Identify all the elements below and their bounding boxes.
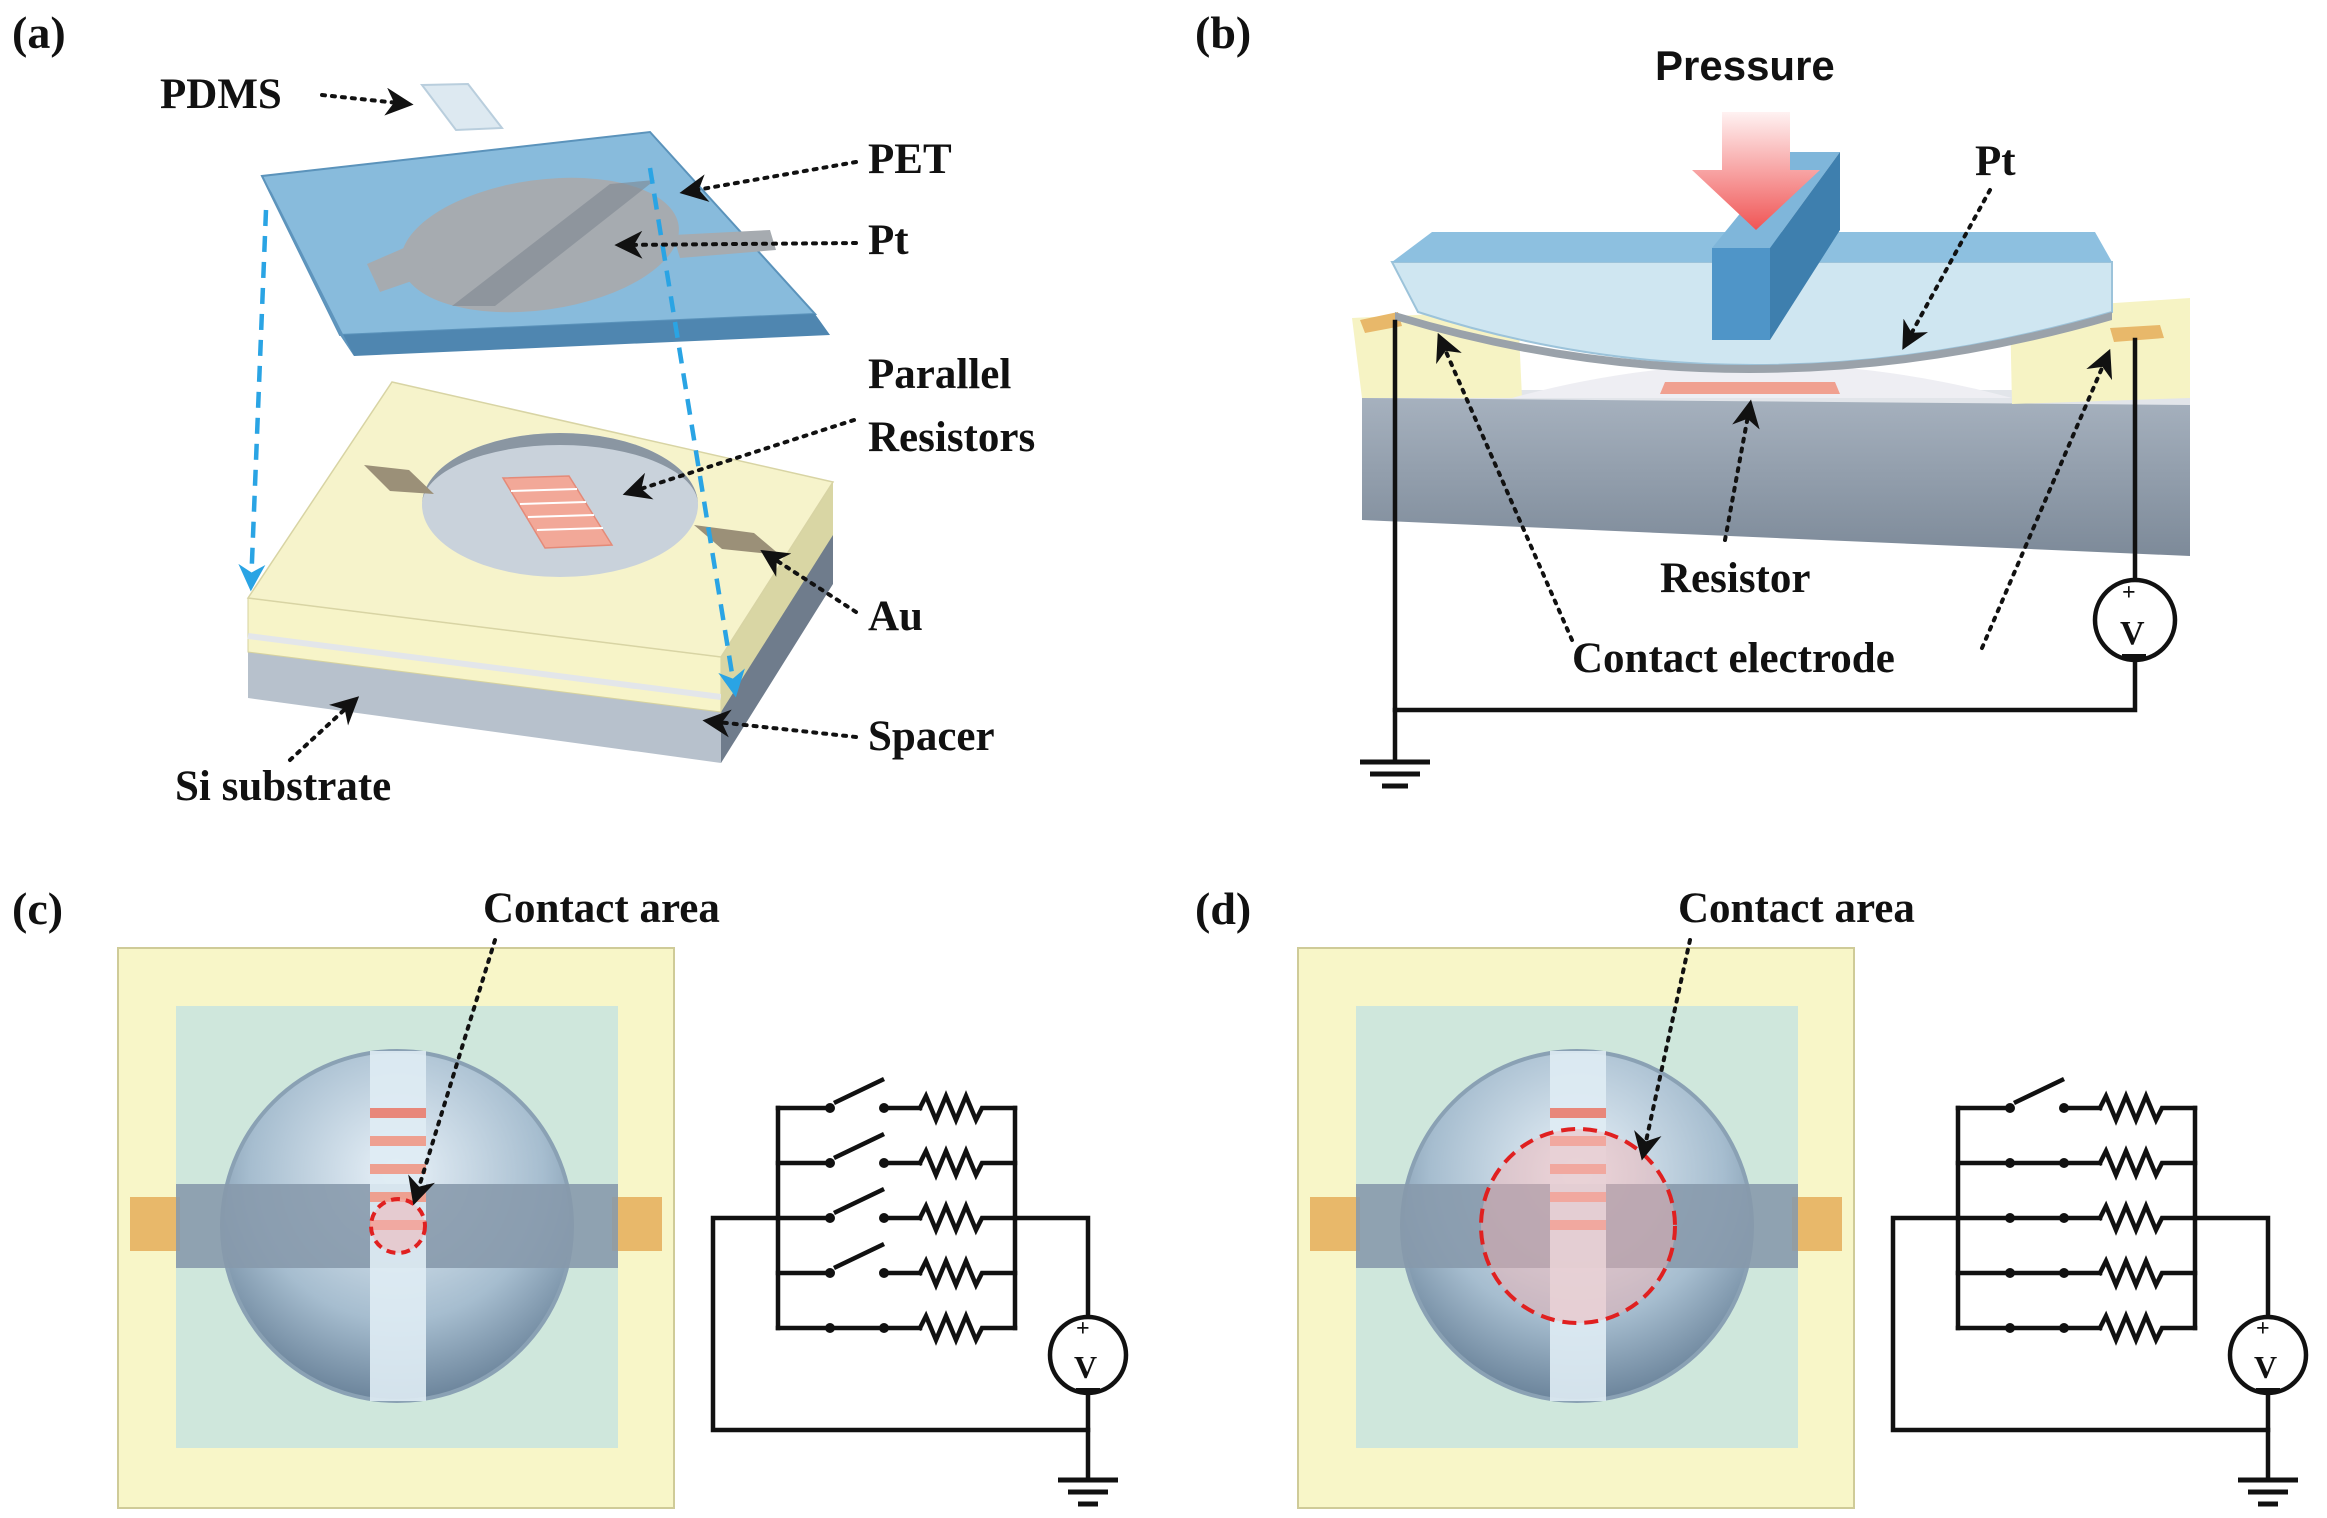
label-pressure: Pressure xyxy=(1655,42,1835,89)
c-branch-1-switch-open xyxy=(775,1076,1018,1126)
c-voltmeter xyxy=(1047,1314,1129,1396)
panel-a-tag: (a) xyxy=(12,7,66,58)
d-contact-ring xyxy=(1479,1127,1677,1325)
label-b-pt: Pt xyxy=(1975,138,2016,185)
pressure-arrow xyxy=(1692,112,1820,230)
c-circuit: + V xyxy=(710,1076,1129,1507)
d-resistor-bar-4 xyxy=(1550,1192,1606,1202)
b-resistor xyxy=(1660,382,1840,394)
svg-text:+: + xyxy=(2122,580,2136,606)
b-cavity xyxy=(1512,364,2012,398)
c-branch-4-switch-open xyxy=(775,1241,1018,1291)
cavity-wall xyxy=(422,433,698,505)
b-voltmeter xyxy=(2092,577,2178,663)
pointer-b-contact-right xyxy=(1980,348,2113,650)
label-pdms: PDMS xyxy=(160,71,282,118)
panel-c-tag: (c) xyxy=(12,883,63,934)
pointer-b-resistor xyxy=(1723,399,1760,542)
d-branch-2-switch-closed xyxy=(1955,1145,2198,1181)
pointer-pt xyxy=(614,230,858,259)
pet-left-edge xyxy=(262,176,354,356)
pt-tab-left xyxy=(367,241,435,292)
svg-text:+: + xyxy=(1076,1316,1090,1342)
c-branch-5-switch-closed xyxy=(775,1310,1018,1346)
label-pt: Pt xyxy=(868,217,909,264)
d-circuit: + V xyxy=(1890,1076,2309,1507)
panel-c: (c) Contact area + V xyxy=(12,883,1129,1509)
d-resistor-bar-1 xyxy=(1550,1108,1606,1118)
b-pt-layer xyxy=(1395,312,2112,373)
spacer-si-interface xyxy=(247,633,722,700)
d-branch-4-switch-closed xyxy=(1955,1255,2198,1291)
d-resistor-bar-3 xyxy=(1550,1164,1606,1174)
d-au-right xyxy=(1792,1197,1842,1251)
pdms-strip-shadow xyxy=(452,180,655,306)
c-branch-2-switch-open xyxy=(775,1131,1018,1181)
b-wire-loop xyxy=(1392,319,2138,713)
c-resistor-bar-1 xyxy=(370,1108,426,1118)
d-resistor-bar-2 xyxy=(1550,1136,1606,1146)
d-au-left xyxy=(1310,1197,1360,1251)
pointer-d-contact xyxy=(1634,938,1692,1161)
pointer-b-contact-left xyxy=(1436,332,1574,642)
b-contact-left xyxy=(1360,312,1402,333)
d-voltmeter xyxy=(2227,1314,2309,1396)
pet-front-edge xyxy=(340,314,830,356)
b-contact-right xyxy=(2110,325,2164,342)
c-au-right xyxy=(612,1197,662,1251)
svg-text:+: + xyxy=(2256,1316,2270,1342)
pointer-pet xyxy=(679,160,858,202)
d-branch-5-switch-closed xyxy=(1955,1310,2198,1346)
pdms-bump xyxy=(420,82,504,132)
panel-d: (d) Contact area + V xyxy=(1195,883,2309,1509)
c-contact-ring xyxy=(369,1197,427,1255)
pointer-au xyxy=(760,549,858,614)
c-branch-3-switch-closed xyxy=(775,1186,1018,1236)
pet-film-exploded xyxy=(260,82,830,356)
pointer-pdms xyxy=(320,87,414,116)
align-arrow-left xyxy=(238,209,269,592)
c-au-left xyxy=(130,1197,180,1251)
au-pad-right xyxy=(694,525,780,555)
c-resistor-bar-2 xyxy=(370,1136,426,1146)
parallel-resistors xyxy=(501,475,614,549)
device-base-exploded xyxy=(246,381,835,763)
label-parallel: Parallel xyxy=(868,351,1011,398)
d-volt-label: V xyxy=(2254,1349,2277,1385)
au-pad-left xyxy=(364,465,434,494)
d-resistor-bar-5 xyxy=(1550,1220,1606,1230)
label-c-contact-area: Contact area xyxy=(483,885,720,932)
b-pdms-bump-front xyxy=(1712,248,1770,340)
label-spacer: Spacer xyxy=(868,713,995,760)
pointer-resistors xyxy=(622,418,856,500)
label-resistors: Resistors xyxy=(868,414,1035,461)
panel-d-tag: (d) xyxy=(1195,883,1251,934)
pointer-spacer xyxy=(702,709,858,739)
align-arrow-right xyxy=(647,167,745,698)
label-pet: PET xyxy=(868,136,952,183)
pointer-b-pt xyxy=(1902,188,1992,350)
c-resistor-bar-3 xyxy=(370,1164,426,1174)
b-volt-label: V xyxy=(2120,615,2145,652)
panel-a: (a) xyxy=(12,7,1035,810)
spacer-side-face xyxy=(721,482,833,712)
panel-b: (b) Pressure + V Pt xyxy=(1195,7,2190,789)
label-si-substrate: Si substrate xyxy=(175,763,391,810)
d-branch-1-switch-open xyxy=(1955,1076,2198,1126)
c-volt-label: V xyxy=(1074,1349,1097,1385)
pointer-si xyxy=(288,696,360,762)
panel-b-tag: (b) xyxy=(1195,7,1251,58)
b-pdms-bump-side xyxy=(1770,152,1840,340)
label-b-resistor: Resistor xyxy=(1660,555,1810,602)
label-au: Au xyxy=(868,593,923,640)
label-b-contact: Contact electrode xyxy=(1572,635,1895,682)
b-si-substrate xyxy=(1362,390,2190,556)
d-branch-3-switch-closed xyxy=(1955,1200,2198,1236)
label-d-contact-area: Contact area xyxy=(1678,885,1915,932)
